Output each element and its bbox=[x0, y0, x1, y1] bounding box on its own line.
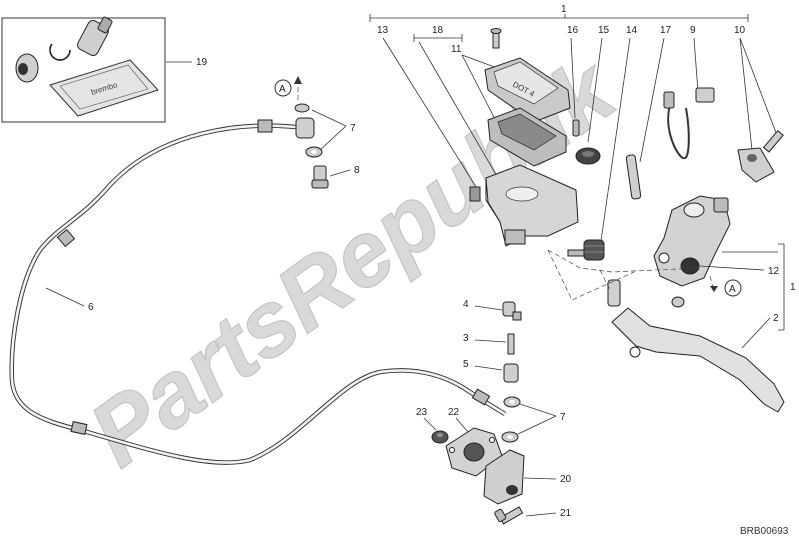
callout-9[interactable]: 9 bbox=[690, 25, 696, 36]
leader-21 bbox=[525, 512, 557, 517]
callout-15[interactable]: 15 bbox=[598, 25, 610, 36]
washers-7-bottom[interactable] bbox=[501, 396, 521, 443]
callout-16[interactable]: 16 bbox=[567, 25, 579, 36]
leader-23 bbox=[423, 417, 437, 431]
leader-7-bottom bbox=[517, 403, 557, 435]
reference-marker-a-top[interactable]: A bbox=[274, 76, 302, 100]
dashed-outline-b bbox=[599, 269, 611, 291]
kit-card: brembo bbox=[49, 59, 159, 117]
callout-3[interactable]: 3 bbox=[463, 333, 469, 344]
bleeder-cap-4[interactable] bbox=[502, 301, 522, 321]
leader-9 bbox=[693, 37, 699, 93]
callout-10[interactable]: 10 bbox=[734, 25, 746, 36]
bleeder-screw-3[interactable] bbox=[507, 333, 515, 355]
callout-6[interactable]: 6 bbox=[88, 302, 94, 313]
callout-8[interactable]: 8 bbox=[354, 165, 360, 176]
callout-1-bracket bbox=[369, 14, 749, 22]
pin-17[interactable] bbox=[625, 154, 642, 200]
leader-8 bbox=[329, 169, 351, 177]
callout-18[interactable]: 18 bbox=[432, 25, 444, 36]
callout-23[interactable]: 23 bbox=[416, 407, 428, 418]
diagram-code: BRB00693 bbox=[740, 526, 789, 537]
boot-14[interactable] bbox=[583, 239, 605, 261]
callout-7-top[interactable]: 7 bbox=[350, 123, 356, 134]
callout-7-bottom[interactable]: 7 bbox=[560, 412, 566, 423]
callout-22[interactable]: 22 bbox=[448, 407, 460, 418]
leader-17 bbox=[639, 37, 665, 163]
reservoir-cap[interactable]: DOT 4 bbox=[484, 57, 571, 123]
slave-cylinder-20[interactable] bbox=[483, 449, 525, 505]
leader-4 bbox=[474, 305, 503, 311]
bolt-21[interactable] bbox=[494, 506, 524, 525]
reservoir-body[interactable] bbox=[485, 164, 579, 247]
hose-tube bbox=[567, 249, 585, 257]
reference-marker-a-lever[interactable]: A bbox=[709, 275, 742, 297]
callout-5[interactable]: 5 bbox=[463, 359, 469, 370]
fitting-16[interactable] bbox=[572, 119, 580, 137]
switch-9[interactable] bbox=[663, 87, 715, 160]
kit-circlip bbox=[49, 43, 71, 61]
callout-21[interactable]: 21 bbox=[560, 508, 572, 519]
leader-3 bbox=[474, 339, 507, 343]
callout-1-top[interactable]: 1 bbox=[561, 4, 567, 15]
callout-19[interactable]: 19 bbox=[196, 57, 208, 68]
callout-11[interactable]: 11 bbox=[451, 44, 462, 55]
reservoir-screw-11[interactable] bbox=[490, 28, 502, 49]
leader-7-top bbox=[311, 109, 347, 151]
reservoir-clip-13[interactable] bbox=[469, 186, 481, 202]
callout-20[interactable]: 20 bbox=[560, 474, 572, 485]
leader-18 bbox=[418, 41, 499, 179]
leader-2 bbox=[741, 317, 771, 349]
reservoir-diaphragm[interactable] bbox=[487, 107, 567, 167]
leader-20 bbox=[523, 477, 557, 480]
callout-4[interactable]: 4 bbox=[463, 299, 469, 310]
callout-2[interactable]: 2 bbox=[773, 313, 779, 324]
leader-14 bbox=[599, 37, 631, 249]
leader-10 bbox=[739, 37, 779, 151]
callout-17[interactable]: 17 bbox=[660, 25, 672, 36]
callout-14[interactable]: 14 bbox=[626, 25, 638, 36]
callout-18-bracket bbox=[413, 34, 463, 42]
pivot-screw[interactable] bbox=[671, 296, 685, 308]
leader-6 bbox=[45, 287, 85, 307]
leader-5 bbox=[474, 365, 503, 371]
svg-text:A: A bbox=[279, 84, 286, 95]
master-cylinder-body[interactable] bbox=[653, 195, 731, 287]
grommet-15[interactable] bbox=[575, 147, 601, 165]
pin-lower[interactable] bbox=[607, 279, 621, 307]
dashed-outline-a bbox=[547, 249, 701, 301]
clutch-hose-6[interactable] bbox=[9, 117, 507, 465]
leader-16 bbox=[570, 37, 576, 119]
svg-text:A: A bbox=[729, 284, 736, 295]
callout-1-side[interactable]: 1 bbox=[790, 282, 796, 293]
kit-seal bbox=[15, 53, 39, 83]
clutch-lever[interactable] bbox=[611, 307, 785, 413]
seal-23[interactable] bbox=[431, 430, 449, 444]
clamp-10[interactable] bbox=[737, 129, 784, 183]
leader-22 bbox=[455, 417, 469, 433]
kit-piston bbox=[77, 16, 113, 57]
bolt-8[interactable] bbox=[311, 165, 329, 189]
leader-15 bbox=[587, 37, 603, 143]
leader-12 bbox=[699, 265, 765, 271]
callout-13[interactable]: 13 bbox=[377, 25, 389, 36]
leader-13 bbox=[382, 37, 479, 191]
fitting-5[interactable] bbox=[503, 363, 519, 383]
repair-kit-box[interactable]: brembo bbox=[1, 16, 166, 123]
washers-7-top[interactable] bbox=[294, 103, 323, 158]
callout-1-side-bracket bbox=[778, 243, 785, 331]
slave-cylinder-22[interactable] bbox=[445, 427, 503, 477]
callout-12[interactable]: 12 bbox=[768, 266, 780, 277]
